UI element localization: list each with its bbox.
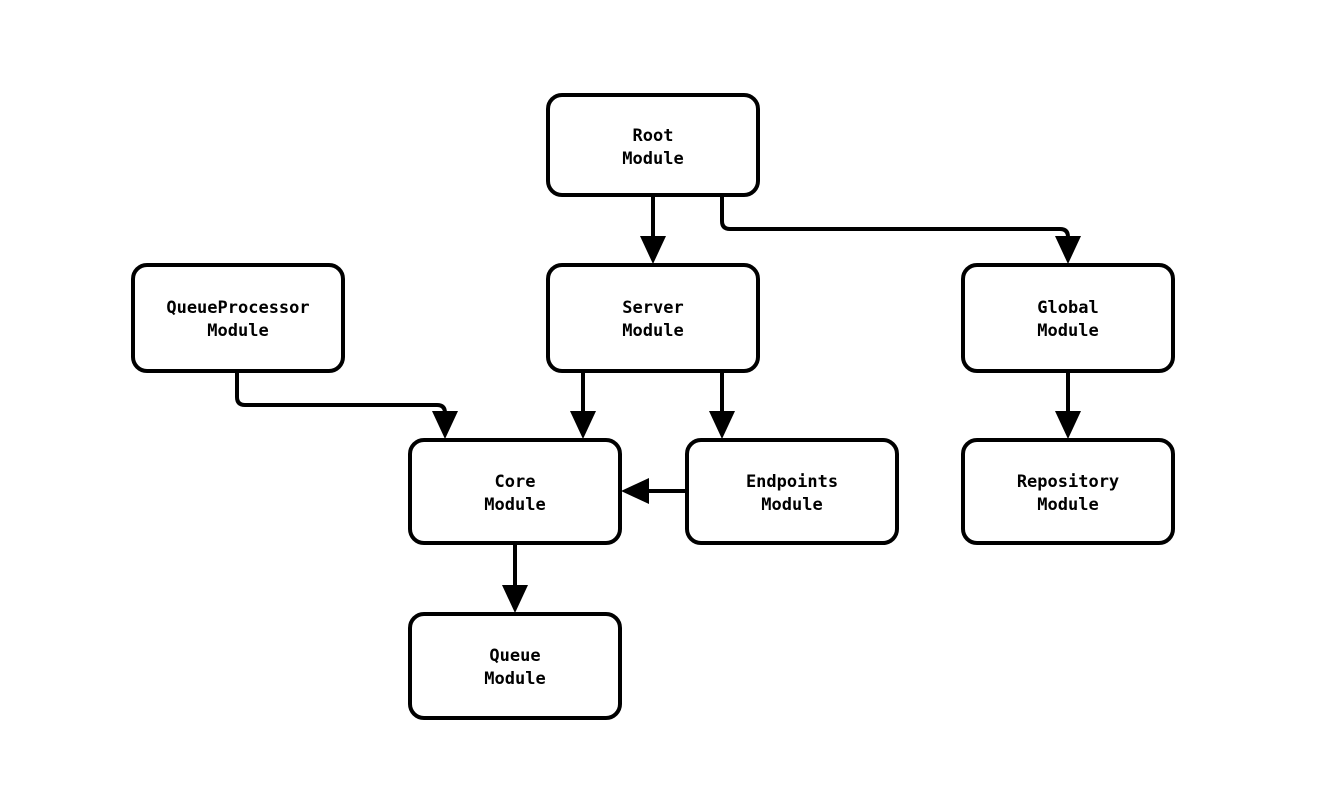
- node-label-line1: Repository: [1017, 472, 1119, 492]
- node-queueprocessor-module[interactable]: QueueProcessor Module: [131, 263, 345, 373]
- arrow-head-icon: [432, 411, 458, 439]
- node-core-module[interactable]: Core Module: [408, 438, 622, 545]
- node-label-line2: Module: [1037, 321, 1098, 341]
- node-label-line2: Module: [761, 495, 822, 515]
- node-box[interactable]: [546, 93, 760, 197]
- arrow-head-icon: [1055, 236, 1081, 264]
- node-queue-module[interactable]: Queue Module: [408, 612, 622, 720]
- edge-root-to-global: [720, 195, 1081, 264]
- arrow-head-icon: [502, 585, 528, 613]
- edge-queueprocessor-to-core: [235, 371, 458, 439]
- node-endpoints-module[interactable]: Endpoints Module: [685, 438, 899, 545]
- node-box[interactable]: [685, 438, 899, 545]
- edge-server-to-endpoints: [709, 371, 735, 439]
- edge-server-to-core: [570, 371, 596, 439]
- edge-core-to-queue: [502, 543, 528, 613]
- edge-root-to-server: [640, 195, 666, 264]
- node-label-line1: QueueProcessor: [166, 298, 309, 318]
- node-label-line1: Queue: [489, 646, 540, 666]
- node-label-line2: Module: [484, 495, 545, 515]
- node-box[interactable]: [131, 263, 345, 373]
- node-label-line1: Server: [622, 298, 683, 318]
- edge-line: [235, 371, 447, 418]
- node-label-line1: Core: [495, 472, 536, 492]
- node-box[interactable]: [408, 612, 622, 720]
- node-root-module[interactable]: Root Module: [546, 93, 760, 197]
- node-label-line2: Module: [622, 321, 683, 341]
- node-global-module[interactable]: Global Module: [961, 263, 1175, 373]
- node-label-line2: Module: [622, 149, 683, 169]
- arrow-head-icon: [640, 236, 666, 264]
- node-label-line1: Global: [1037, 298, 1098, 318]
- node-box[interactable]: [408, 438, 622, 545]
- arrow-head-icon: [709, 411, 735, 439]
- node-repository-module[interactable]: Repository Module: [961, 438, 1175, 545]
- node-label-line2: Module: [1037, 495, 1098, 515]
- arrow-head-icon: [1055, 411, 1081, 439]
- node-server-module[interactable]: Server Module: [546, 263, 760, 373]
- arrow-head-icon: [621, 478, 649, 504]
- node-box[interactable]: [961, 438, 1175, 545]
- node-label-line2: Module: [207, 321, 268, 341]
- arrow-head-icon: [570, 411, 596, 439]
- node-box[interactable]: [961, 263, 1175, 373]
- edge-endpoints-to-core: [621, 478, 687, 504]
- edge-line: [720, 195, 1070, 243]
- node-label-line2: Module: [484, 669, 545, 689]
- edge-global-to-repository: [1055, 371, 1081, 439]
- node-label-line1: Endpoints: [746, 472, 838, 492]
- node-box[interactable]: [546, 263, 760, 373]
- node-label-line1: Root: [633, 126, 674, 146]
